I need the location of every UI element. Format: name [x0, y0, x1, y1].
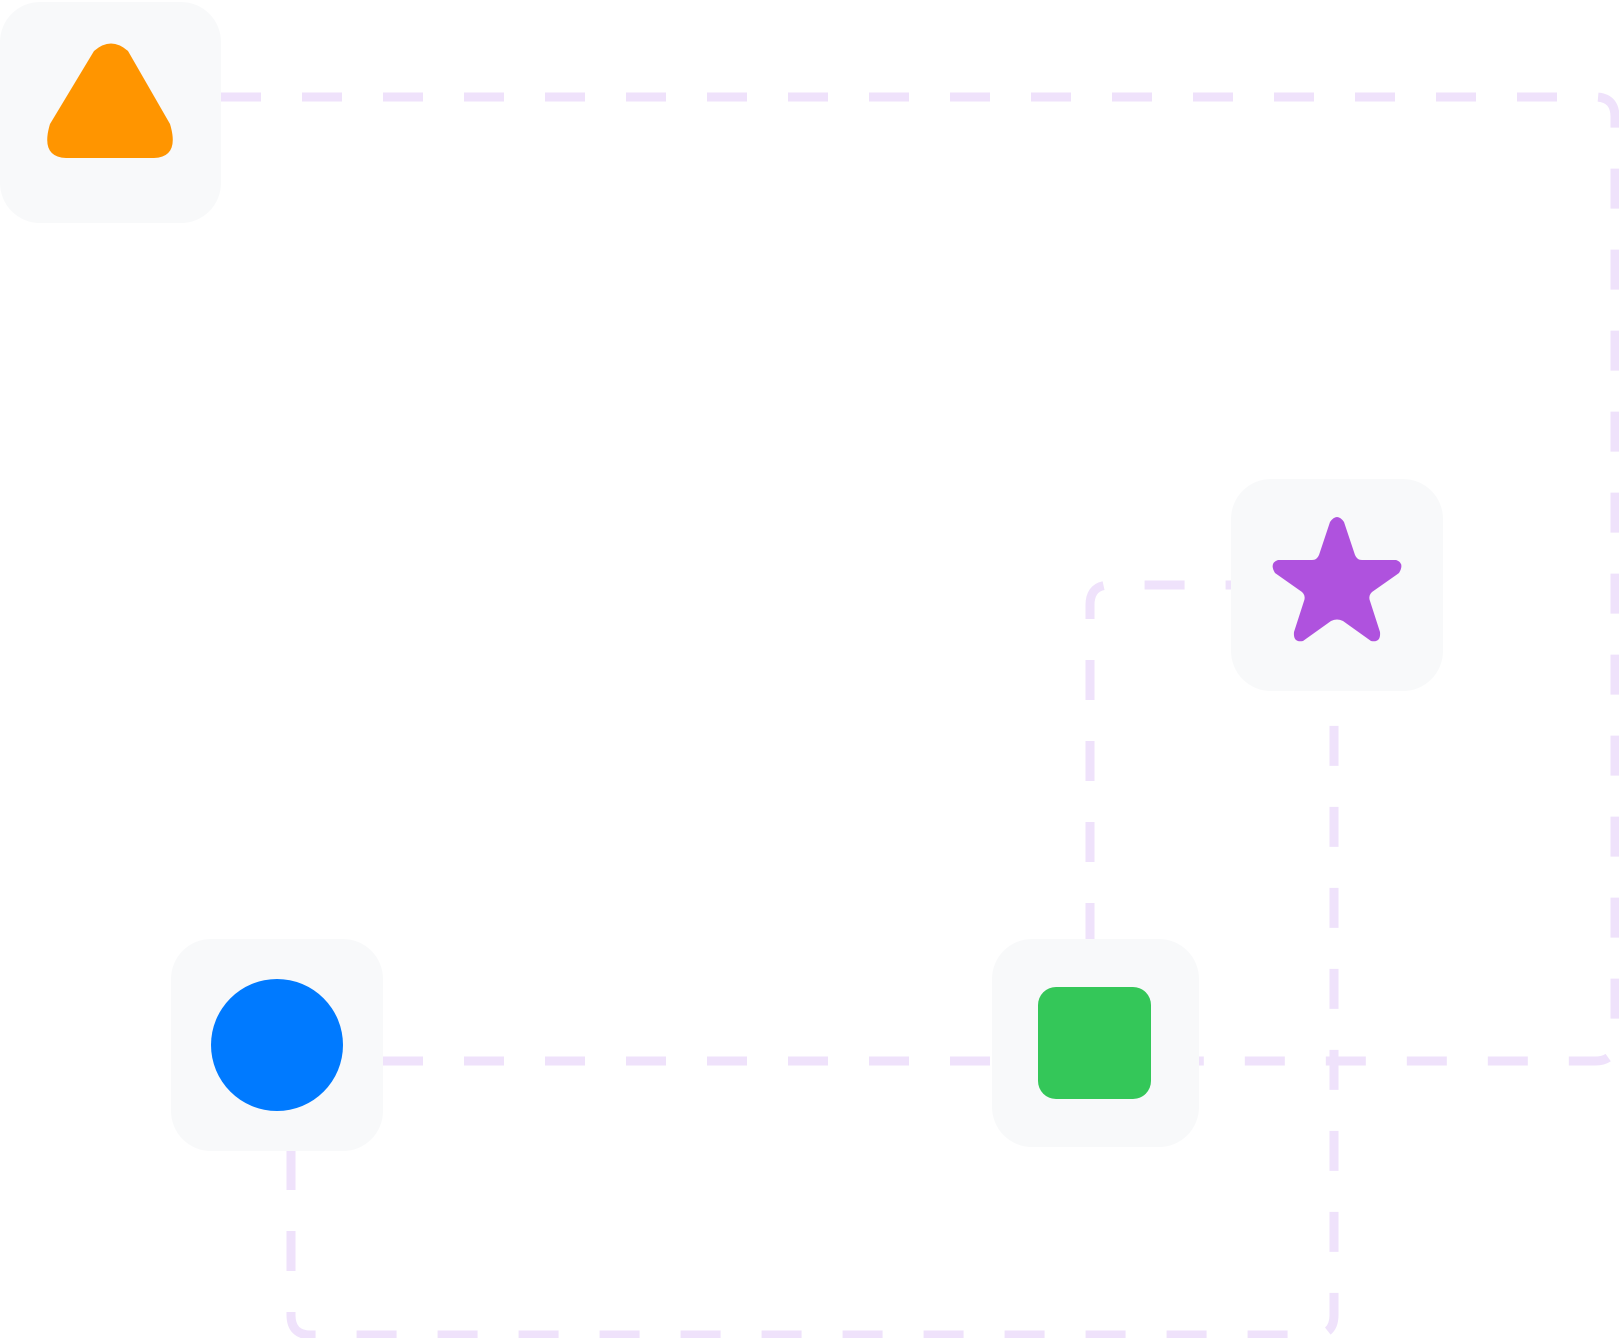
node-square[interactable] — [992, 939, 1199, 1147]
circle-icon — [211, 979, 343, 1111]
triangle-icon — [47, 43, 173, 158]
connector-circle-star — [286, 690, 1339, 1338]
square-icon — [1038, 987, 1151, 1099]
node-triangle[interactable] — [0, 2, 221, 223]
star-icon — [1272, 517, 1402, 642]
connector-triangle-square — [221, 92, 1619, 1066]
node-star[interactable] — [1231, 479, 1443, 691]
connector-square-star — [1085, 580, 1232, 943]
node-circle[interactable] — [171, 939, 383, 1151]
